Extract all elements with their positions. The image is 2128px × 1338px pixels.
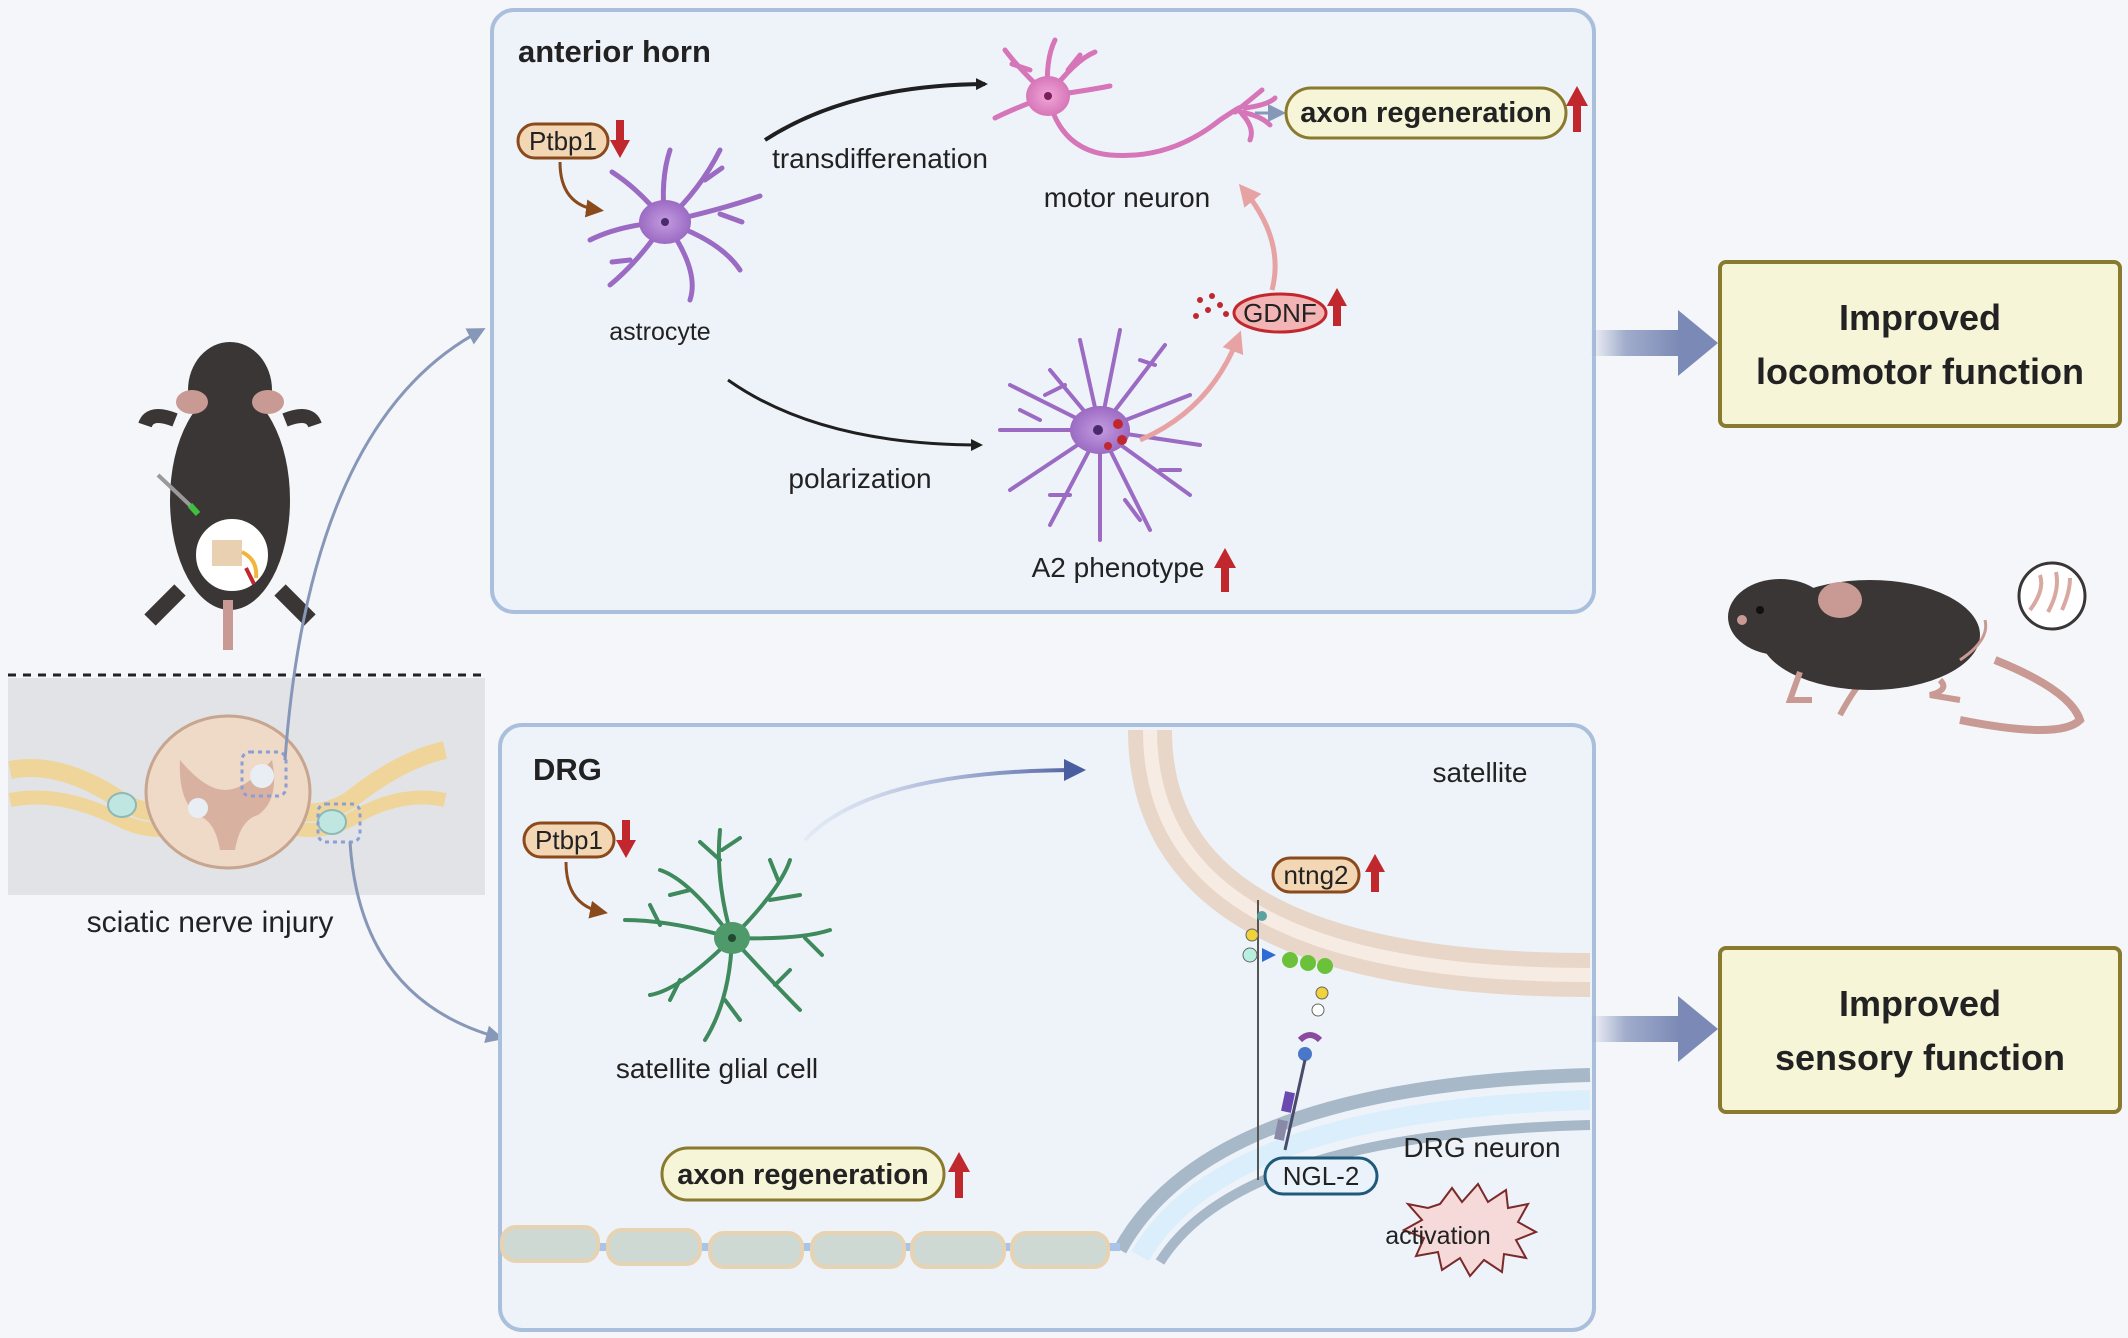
activation-label: activation — [1385, 1222, 1491, 1250]
outcome-sensory-line1: Improved — [1839, 983, 2001, 1024]
ptbp1-label: Ptbp1 — [529, 126, 597, 156]
a2-astrocyte-icon — [998, 328, 1202, 542]
ntng2-label: ntng2 — [1283, 860, 1348, 890]
ptbp1-arrow-drg — [564, 861, 608, 919]
up-arrow-icon — [1566, 86, 1588, 132]
ptbp1-arrow — [558, 161, 604, 218]
gdnf-dots — [1193, 293, 1229, 319]
outcome-locomotor-line2: locomotor function — [1756, 351, 2084, 392]
arrow-to-anterior-horn — [283, 328, 486, 761]
ptbp1-pill — [516, 122, 610, 160]
ntng2-pill — [1271, 856, 1361, 894]
ngl2-pill — [1263, 1156, 1379, 1196]
axon-regen-label-drg: axon regeneration — [677, 1159, 928, 1191]
injury-label: sciatic nerve injury — [87, 906, 334, 939]
transdiff-label: transdifferenation — [772, 143, 988, 174]
mouse-top-view-icon — [138, 342, 322, 650]
outcome-locomotor-line1: Improved — [1839, 297, 2001, 338]
astrocyte-icon — [587, 147, 763, 303]
ngl2-label: NGL-2 — [1283, 1161, 1360, 1191]
down-arrow-icon — [616, 820, 636, 858]
myelinated-axon — [500, 1225, 1120, 1269]
down-arrow-icon — [610, 120, 630, 158]
anterior-horn-panel — [490, 8, 1596, 614]
outcome-sensory-line2: sensory function — [1775, 1037, 2065, 1078]
outcome-sensory-box — [1718, 946, 2122, 1114]
satellite-label: satellite — [1433, 757, 1528, 788]
satellite-glial-cell-icon — [623, 828, 832, 1042]
sgc-to-satellite-arrow — [803, 759, 1086, 842]
axon-regen-pill-drg — [660, 1146, 946, 1202]
polarization-label: polarization — [788, 463, 931, 494]
motor-neuron-label: motor neuron — [1044, 182, 1211, 213]
arrow-to-drg — [348, 841, 504, 1044]
up-arrow-icon — [1365, 854, 1385, 892]
gdnf-to-motor-arrow — [1238, 183, 1278, 291]
gdnf-label: GDNF — [1243, 298, 1317, 328]
gdnf-pill — [1232, 292, 1328, 334]
ntng2-ngl2-complex — [1242, 900, 1333, 1180]
transdiff-arrow — [763, 78, 988, 142]
up-arrow-icon — [948, 1152, 970, 1198]
motor-neuron-icon — [992, 37, 1278, 159]
up-arrow-icon — [1327, 288, 1347, 326]
outcome-locomotor-box — [1718, 260, 2122, 428]
up-arrow-icon — [1214, 548, 1236, 592]
big-arrow-sensory — [1590, 996, 1718, 1062]
big-arrow-locomotor — [1590, 310, 1718, 376]
drg-neuron-label: DRG neuron — [1403, 1132, 1560, 1163]
axon-regen-pill-anterior — [1284, 86, 1568, 140]
sgc-label: satellite glial cell — [616, 1053, 818, 1084]
a2-to-gdnf-arrow — [1139, 330, 1244, 443]
anterior-horn-title: anterior horn — [518, 34, 711, 69]
polarization-arrow — [727, 378, 983, 451]
astrocyte-label: astrocyte — [609, 318, 710, 346]
ptbp1-pill-drg — [522, 821, 616, 859]
a2-phenotype-label: A2 phenotype — [1032, 552, 1205, 583]
spinal-cord-cross-section-icon — [8, 714, 448, 870]
ptbp1-label-drg: Ptbp1 — [535, 825, 603, 855]
axon-regen-label-anterior: axon regeneration — [1300, 97, 1551, 129]
activation-burst — [1401, 1182, 1539, 1278]
drg-title: DRG — [533, 752, 602, 787]
mouse-side-view-icon — [1728, 561, 2087, 734]
